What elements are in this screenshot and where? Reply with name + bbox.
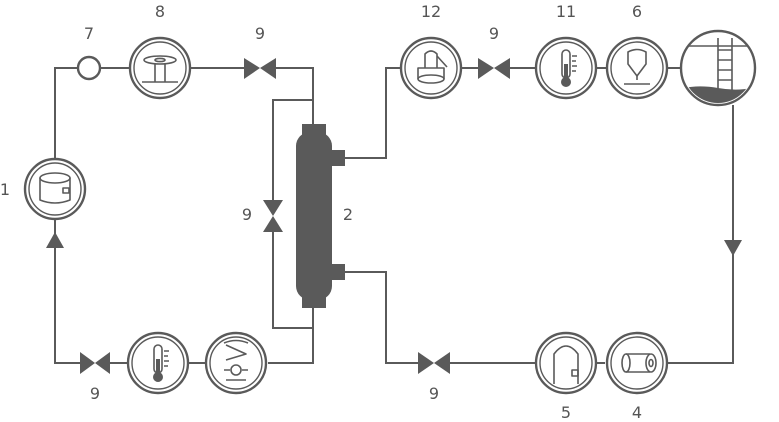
- label-component-5: 5: [561, 403, 571, 422]
- vessel-component[interactable]: [534, 331, 598, 395]
- label-component-4: 4: [632, 403, 642, 422]
- label-valve-bottom-right: 9: [429, 384, 439, 403]
- cylinder-component[interactable]: [605, 331, 669, 395]
- label-valve-bypass: 9: [242, 205, 252, 224]
- label-component-11: 11: [556, 2, 576, 21]
- spool-icon: [142, 55, 178, 83]
- open-tank-component[interactable]: [676, 29, 760, 120]
- pipe-1-to-7: [54, 67, 78, 160]
- label-component-8: 8: [155, 2, 165, 21]
- heat-exchanger: [296, 124, 345, 308]
- cylinder-icon: [621, 353, 657, 373]
- valve-icon[interactable]: [80, 352, 110, 374]
- ladder-icon: [688, 38, 748, 96]
- separator-icon: [417, 50, 448, 84]
- storage-tank-component[interactable]: [23, 157, 87, 221]
- label-component-2: 2: [343, 205, 353, 224]
- flow-arrow-down-icon: [724, 240, 742, 256]
- thermometer-icon: [561, 49, 577, 87]
- pump-component[interactable]: [204, 331, 268, 395]
- spool-component[interactable]: [128, 36, 192, 100]
- valve-icon[interactable]: [263, 200, 283, 232]
- thermometer-icon: [153, 344, 169, 382]
- filter-icon: [624, 48, 650, 85]
- thermometer-component[interactable]: [534, 36, 598, 100]
- thermometer-component[interactable]: [126, 331, 190, 395]
- valve-icon[interactable]: [244, 58, 276, 79]
- label-valve-right: 9: [489, 24, 499, 43]
- label-valve-bottom-left: 9: [90, 384, 100, 403]
- sensor-circle-icon[interactable]: [76, 55, 102, 81]
- pipe-valve-to-exchanger-top: [276, 67, 314, 128]
- label-component-1: 1: [0, 180, 10, 199]
- label-component-12: 12: [421, 2, 441, 21]
- label-component-6: 6: [632, 2, 642, 21]
- pipe-valve-to-1: [54, 248, 80, 364]
- valve-icon[interactable]: [418, 352, 450, 374]
- pipe-exchanger-to-12: [345, 67, 400, 159]
- pipe-valve-to-exchanger-bottom: [345, 271, 418, 364]
- flow-arrow-up-icon: [46, 232, 64, 248]
- separator-component[interactable]: [399, 36, 463, 100]
- tank-icon: [39, 172, 71, 204]
- pump-icon: [223, 339, 249, 381]
- pipe-tank-down: [668, 105, 734, 364]
- pipe-exchanger-to-pump: [268, 308, 314, 364]
- label-valve-top: 9: [255, 24, 265, 43]
- valve-icon[interactable]: [478, 58, 510, 79]
- pipes: [54, 67, 734, 364]
- filter-component[interactable]: [605, 36, 669, 100]
- label-component-7: 7: [84, 24, 94, 43]
- vessel-icon: [553, 345, 579, 384]
